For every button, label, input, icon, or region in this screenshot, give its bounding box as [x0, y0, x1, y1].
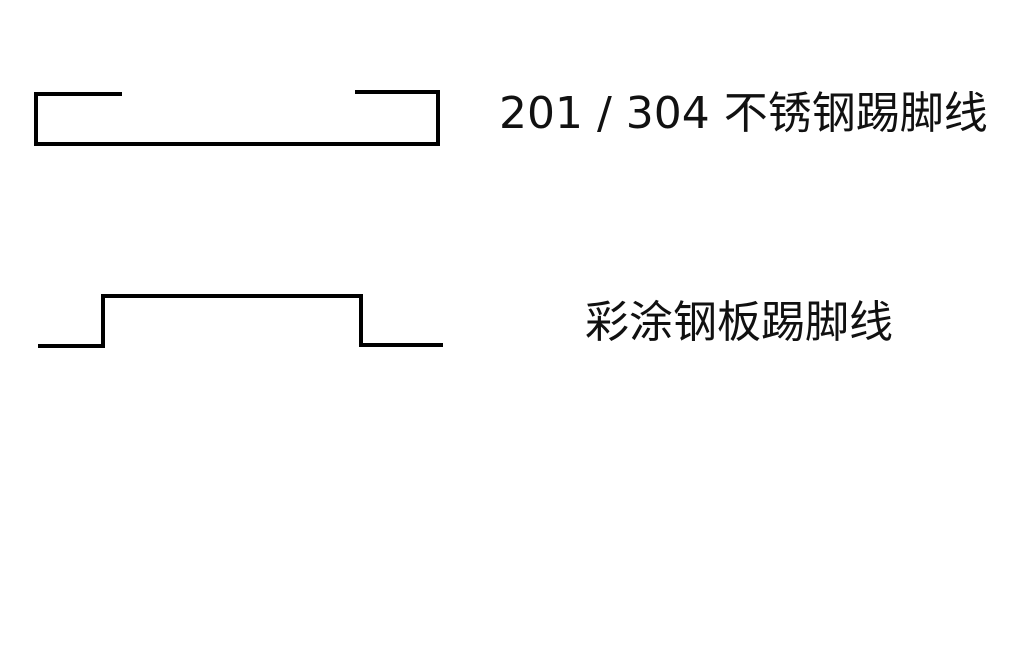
coated-skirting-label: 彩涂钢板踢脚线 — [585, 297, 893, 348]
stainless-skirting-label: 201 / 304 不锈钢踢脚线 — [499, 88, 988, 139]
stainless-skirting-profile — [34, 90, 440, 146]
coated-skirting-profile — [38, 294, 443, 348]
